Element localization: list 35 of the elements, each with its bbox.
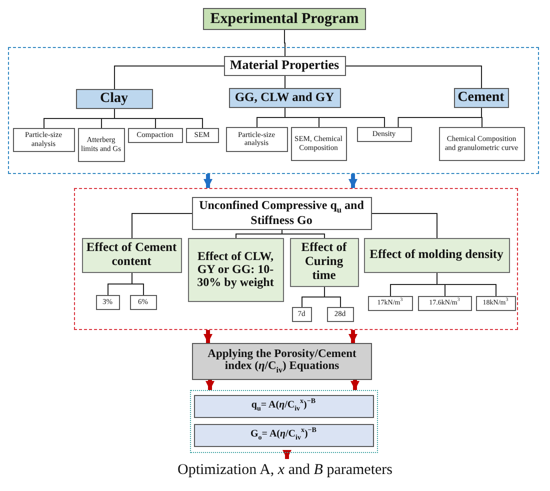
arrow: [350, 380, 360, 390]
parameter-box: Effect of CLW, GY or GG: 10-30% by weight: [188, 238, 284, 302]
connector-line: [132, 213, 192, 238]
connector-line: [284, 76, 286, 88]
connector-line: [324, 286, 341, 308]
process-box: Applying the Porosity/Cement index (η/C$_{iv}$) Equations: [192, 343, 372, 380]
heading-box: Unconfined Compressive q$_{u}$ and Stiffness Go: [192, 196, 372, 230]
connector-line: [346, 66, 482, 88]
parameter-box: Effect of molding density: [364, 238, 510, 272]
parameter-box: Effect of Curing time: [290, 238, 358, 286]
dashed-frame: [74, 188, 518, 330]
connector-line: [284, 30, 286, 56]
dotted-frame: [190, 390, 378, 453]
category-box: Cement: [454, 88, 508, 108]
arrow: [348, 330, 358, 343]
parameter-box: Effect of Cement content: [82, 238, 182, 272]
result-text: Optimization A, x and B parameters: [150, 459, 420, 481]
connector-line: [481, 108, 482, 128]
category-box: GG, CLW and GY: [228, 88, 340, 108]
arrow: [348, 174, 358, 188]
equation-box: G$_{o}$= A(η/C$_{iv}$$^{x}$)$^{−B}$: [194, 424, 374, 446]
title-box: Experimental Program: [203, 8, 366, 30]
equation-box: q$_{u}$= A(η/C$_{iv}$$^{x}$)$^{−B}$: [194, 394, 374, 418]
arrow: [206, 380, 214, 390]
connector-line: [114, 108, 203, 128]
arrow: [282, 450, 292, 459]
arrow: [204, 330, 212, 343]
connector-line: [372, 213, 438, 238]
category-box: Clay: [76, 88, 152, 108]
connector-line: [132, 272, 144, 296]
connector-line: [284, 108, 385, 128]
dashed-frame: [8, 47, 539, 174]
connector-line: [114, 66, 224, 90]
arrow: [204, 174, 212, 188]
heading-box: Material Properties: [224, 56, 346, 76]
